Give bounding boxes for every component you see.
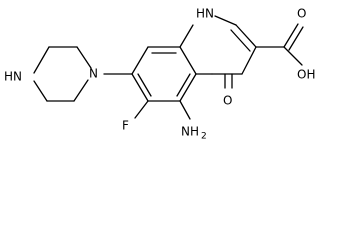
bond (179, 24, 194, 48)
benzene-ring (131, 46, 197, 102)
pyridone-ring (179, 15, 257, 75)
nh-quinoline-label: HN (196, 7, 214, 21)
bond (230, 29, 251, 52)
bond (76, 46, 92, 69)
bond (179, 73, 197, 102)
bond (134, 100, 149, 119)
bond (131, 73, 149, 102)
amino-subscript: 2 (201, 132, 207, 142)
bond (179, 100, 191, 120)
piperazine-ring (33, 46, 92, 102)
nh-piperazine-label: HN (4, 70, 22, 84)
bond (179, 46, 197, 75)
bond (33, 80, 48, 102)
carboxyl-hydroxyl-label: OH (297, 68, 315, 82)
molecule-diagram: HN O OH O HN N F NH 2 (4, 7, 315, 142)
carboxylic-acid-group (255, 23, 304, 66)
bond (131, 46, 149, 75)
carboxyl-oxygen-label: O (297, 7, 306, 21)
bond (235, 24, 257, 48)
carbonyl-group (224, 73, 233, 89)
fluorine-label: F (122, 119, 129, 133)
amino-label: NH (181, 125, 199, 139)
bond (283, 46, 303, 66)
bond (137, 73, 152, 97)
bond (283, 23, 299, 48)
bond (288, 26, 304, 51)
n-piperazine-label: N (89, 67, 98, 81)
carbonyl-oxygen-label: O (223, 94, 232, 108)
bond (73, 79, 89, 102)
bond (241, 46, 257, 75)
bond (176, 73, 191, 97)
bond (33, 46, 50, 74)
bond (214, 15, 237, 26)
